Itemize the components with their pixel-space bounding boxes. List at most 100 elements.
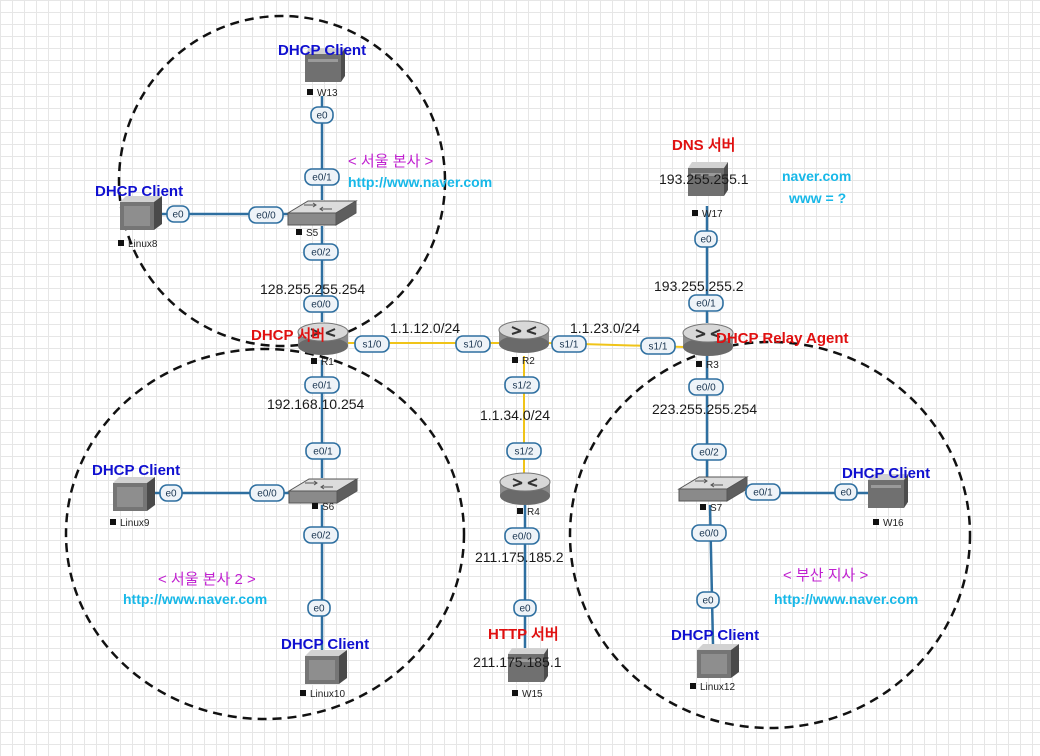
status-square-icon [311,358,317,364]
ip-r4-e0-0: 211.175.185.2 [475,549,564,565]
port-r1-e0-1[interactable]: e0/1 [304,376,340,394]
svg-text:e0/1: e0/1 [312,173,332,184]
site-url-seoul2: http://www.naver.com [123,591,267,607]
site-boundary-busan [568,340,972,730]
ip-w15: 211.175.185.1 [473,654,562,670]
status-square-icon [307,89,313,95]
role-w15: HTTP 서버 [488,626,559,643]
svg-text:e0: e0 [172,210,184,221]
svg-text:s1/2: s1/2 [513,381,532,392]
port-r3-e0-0[interactable]: e0/0 [688,378,724,396]
node-name-linux12: Linux12 [700,682,735,693]
node-name-s7: S7 [710,503,723,514]
role-r1: DHCP 서버 [251,327,325,344]
svg-text:s1/1: s1/1 [649,342,668,353]
port-w13-e0[interactable]: e0 [310,106,334,124]
svg-text:e0/0: e0/0 [696,383,716,394]
status-square-icon [110,519,116,525]
linux8-desktop-icon[interactable] [120,196,162,230]
node-name-s6: S6 [322,502,335,513]
net-r2-r3: 1.1.23.0/24 [570,320,640,336]
svg-text:e0/2: e0/2 [699,448,719,459]
role-w17: DNS 서버 [672,137,735,154]
node-name-w15: W15 [522,689,543,700]
svg-text:e0/0: e0/0 [256,211,276,222]
svg-text:e0/0: e0/0 [257,489,277,500]
status-square-icon [692,210,698,216]
svg-text:e0/0: e0/0 [311,300,331,311]
port-s6-e0-0[interactable]: e0/0 [249,484,285,502]
site-url-seoul1: http://www.naver.com [348,174,492,190]
port-s6-e0-2[interactable]: e0/2 [303,526,339,544]
ip-r1-e0-1: 192.168.10.254 [267,396,365,412]
svg-text:e0/2: e0/2 [311,248,331,259]
port-linux10-e0[interactable]: e0 [307,599,331,617]
status-square-icon [700,504,706,510]
port-r3-e0-1[interactable]: e0/1 [688,294,724,312]
node-name-w13: W13 [317,88,338,99]
svg-text:s1/2: s1/2 [515,447,534,458]
linux12-desktop-icon[interactable] [697,644,739,678]
role-w13: DHCP Client [278,42,366,59]
s7-switch-icon[interactable] [678,476,748,502]
port-r4-e0-0[interactable]: e0/0 [504,527,540,545]
port-s7-e0-0[interactable]: e0/0 [691,524,727,542]
net-r2-r4: 1.1.34.0/24 [480,407,550,423]
svg-text:e0: e0 [840,488,852,499]
site-boundaries [64,14,972,730]
site-boundary-seoul2 [64,347,466,721]
port-w16-e0[interactable]: e0 [834,483,858,501]
s6-switch-icon[interactable] [288,478,358,504]
svg-text:e0/1: e0/1 [753,488,773,499]
port-r2-s1-2[interactable]: s1/2 [504,376,540,394]
status-square-icon [512,357,518,363]
status-square-icon [312,503,318,509]
port-s7-e0-1[interactable]: e0/1 [745,483,781,501]
svg-text:s1/0: s1/0 [464,340,483,351]
node-name-s5: S5 [306,228,319,239]
node-name-w16: W16 [883,518,904,529]
port-linux8-e0[interactable]: e0 [166,205,190,223]
port-linux9-e0[interactable]: e0 [159,484,183,502]
ip-w17: 193.255.255.1 [659,171,749,187]
port-r2-s1-0[interactable]: s1/0 [455,335,491,353]
port-s7-e0-2[interactable]: e0/2 [691,443,727,461]
role-w16: DHCP Client [842,465,930,482]
port-w17-e0[interactable]: e0 [694,230,718,248]
port-s5-e0-0[interactable]: e0/0 [248,206,284,224]
r2-router-icon[interactable] [498,320,550,354]
r4-router-icon[interactable] [499,472,551,506]
port-w15-e0[interactable]: e0 [513,599,537,617]
s5-switch-icon[interactable] [287,200,357,226]
linux10-desktop-icon[interactable] [305,650,347,684]
status-square-icon [873,519,879,525]
status-square-icon [690,683,696,689]
port-s5-e0-1[interactable]: e0/1 [304,168,340,186]
port-r1-e0-0[interactable]: e0/0 [303,295,339,313]
site-url-busan: http://www.naver.com [774,591,918,607]
port-r2-s1-1[interactable]: s1/1 [551,335,587,353]
svg-text:e0: e0 [316,111,328,122]
role-r3: DHCP Relay Agent [716,330,849,347]
port-r4-s1-2[interactable]: s1/2 [506,442,542,460]
node-name-linux10: Linux10 [310,689,345,700]
svg-text:e0: e0 [313,604,325,615]
status-square-icon [300,690,306,696]
node-name-r4: R4 [527,507,540,518]
port-linux12-e0[interactable]: e0 [696,591,720,609]
linux9-desktop-icon[interactable] [113,477,155,511]
port-r1-s1-0[interactable]: s1/0 [354,335,390,353]
port-r3-s1-1[interactable]: s1/1 [640,337,676,355]
node-name-r3: R3 [706,360,719,371]
dns-query-question: www = ? [788,190,846,206]
port-s5-e0-2[interactable]: e0/2 [303,243,339,261]
role-labels: DHCP Client DHCP Client DHCP 서버 DHCP Cli… [92,42,930,653]
ip-r3-e0-0: 223.255.255.254 [652,401,757,417]
svg-text:e0/1: e0/1 [696,299,716,310]
svg-text:e0/0: e0/0 [512,532,532,543]
port-s6-e0-1[interactable]: e0/1 [305,442,341,460]
svg-text:e0/1: e0/1 [312,381,332,392]
status-square-icon [118,240,124,246]
svg-text:e0: e0 [165,489,177,500]
